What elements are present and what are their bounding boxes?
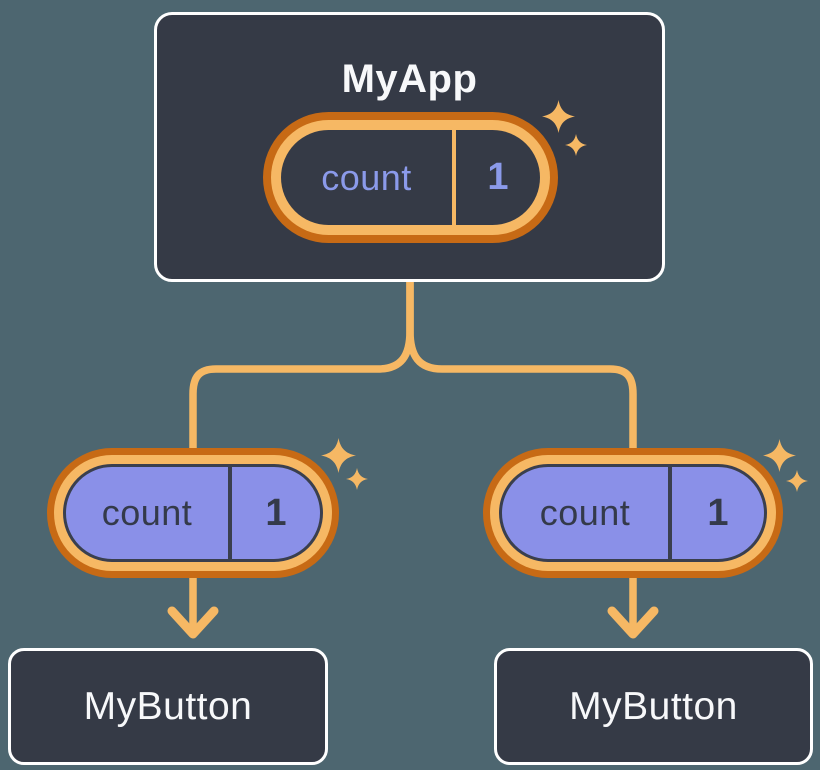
- prop-value: 1: [707, 491, 729, 534]
- prop-pill-left: count 1: [47, 448, 339, 578]
- prop-pill-core: count 1: [63, 464, 323, 562]
- prop-name: count: [101, 492, 193, 533]
- arrow-down-icon: [167, 606, 219, 639]
- sparkle-icon: [542, 100, 575, 133]
- node-mybutton-left: MyButton: [8, 648, 328, 765]
- state-name: count: [321, 156, 412, 198]
- node-myapp-title: MyApp: [341, 57, 478, 101]
- prop-value: 1: [265, 491, 287, 534]
- node-mybutton-title: MyButton: [569, 684, 738, 728]
- sparkle-icon: [763, 439, 796, 472]
- sparkle-icon: [565, 134, 587, 156]
- sparkle-icon: [786, 470, 808, 492]
- arrow-down-icon: [607, 606, 659, 639]
- node-mybutton-title: MyButton: [83, 684, 253, 728]
- pill-divider: [668, 467, 672, 559]
- sparkle-icon: [321, 438, 356, 473]
- state-pill-ring: count 1: [271, 120, 550, 235]
- prop-pill-ring: count 1: [490, 455, 776, 571]
- prop-name: count: [539, 492, 631, 533]
- prop-pill-right: count 1: [483, 448, 783, 578]
- connector-right-branch: [406, 276, 637, 636]
- node-mybutton-right: MyButton: [494, 648, 813, 765]
- prop-pill-ring: count 1: [54, 455, 332, 571]
- pill-divider: [452, 130, 456, 225]
- sparkle-icon: [346, 468, 368, 490]
- pill-divider: [228, 467, 232, 559]
- state-value: 1: [487, 156, 509, 198]
- state-pill-myapp: count 1: [263, 112, 558, 243]
- prop-pill-core: count 1: [499, 464, 767, 562]
- state-pill-core: count 1: [281, 130, 540, 225]
